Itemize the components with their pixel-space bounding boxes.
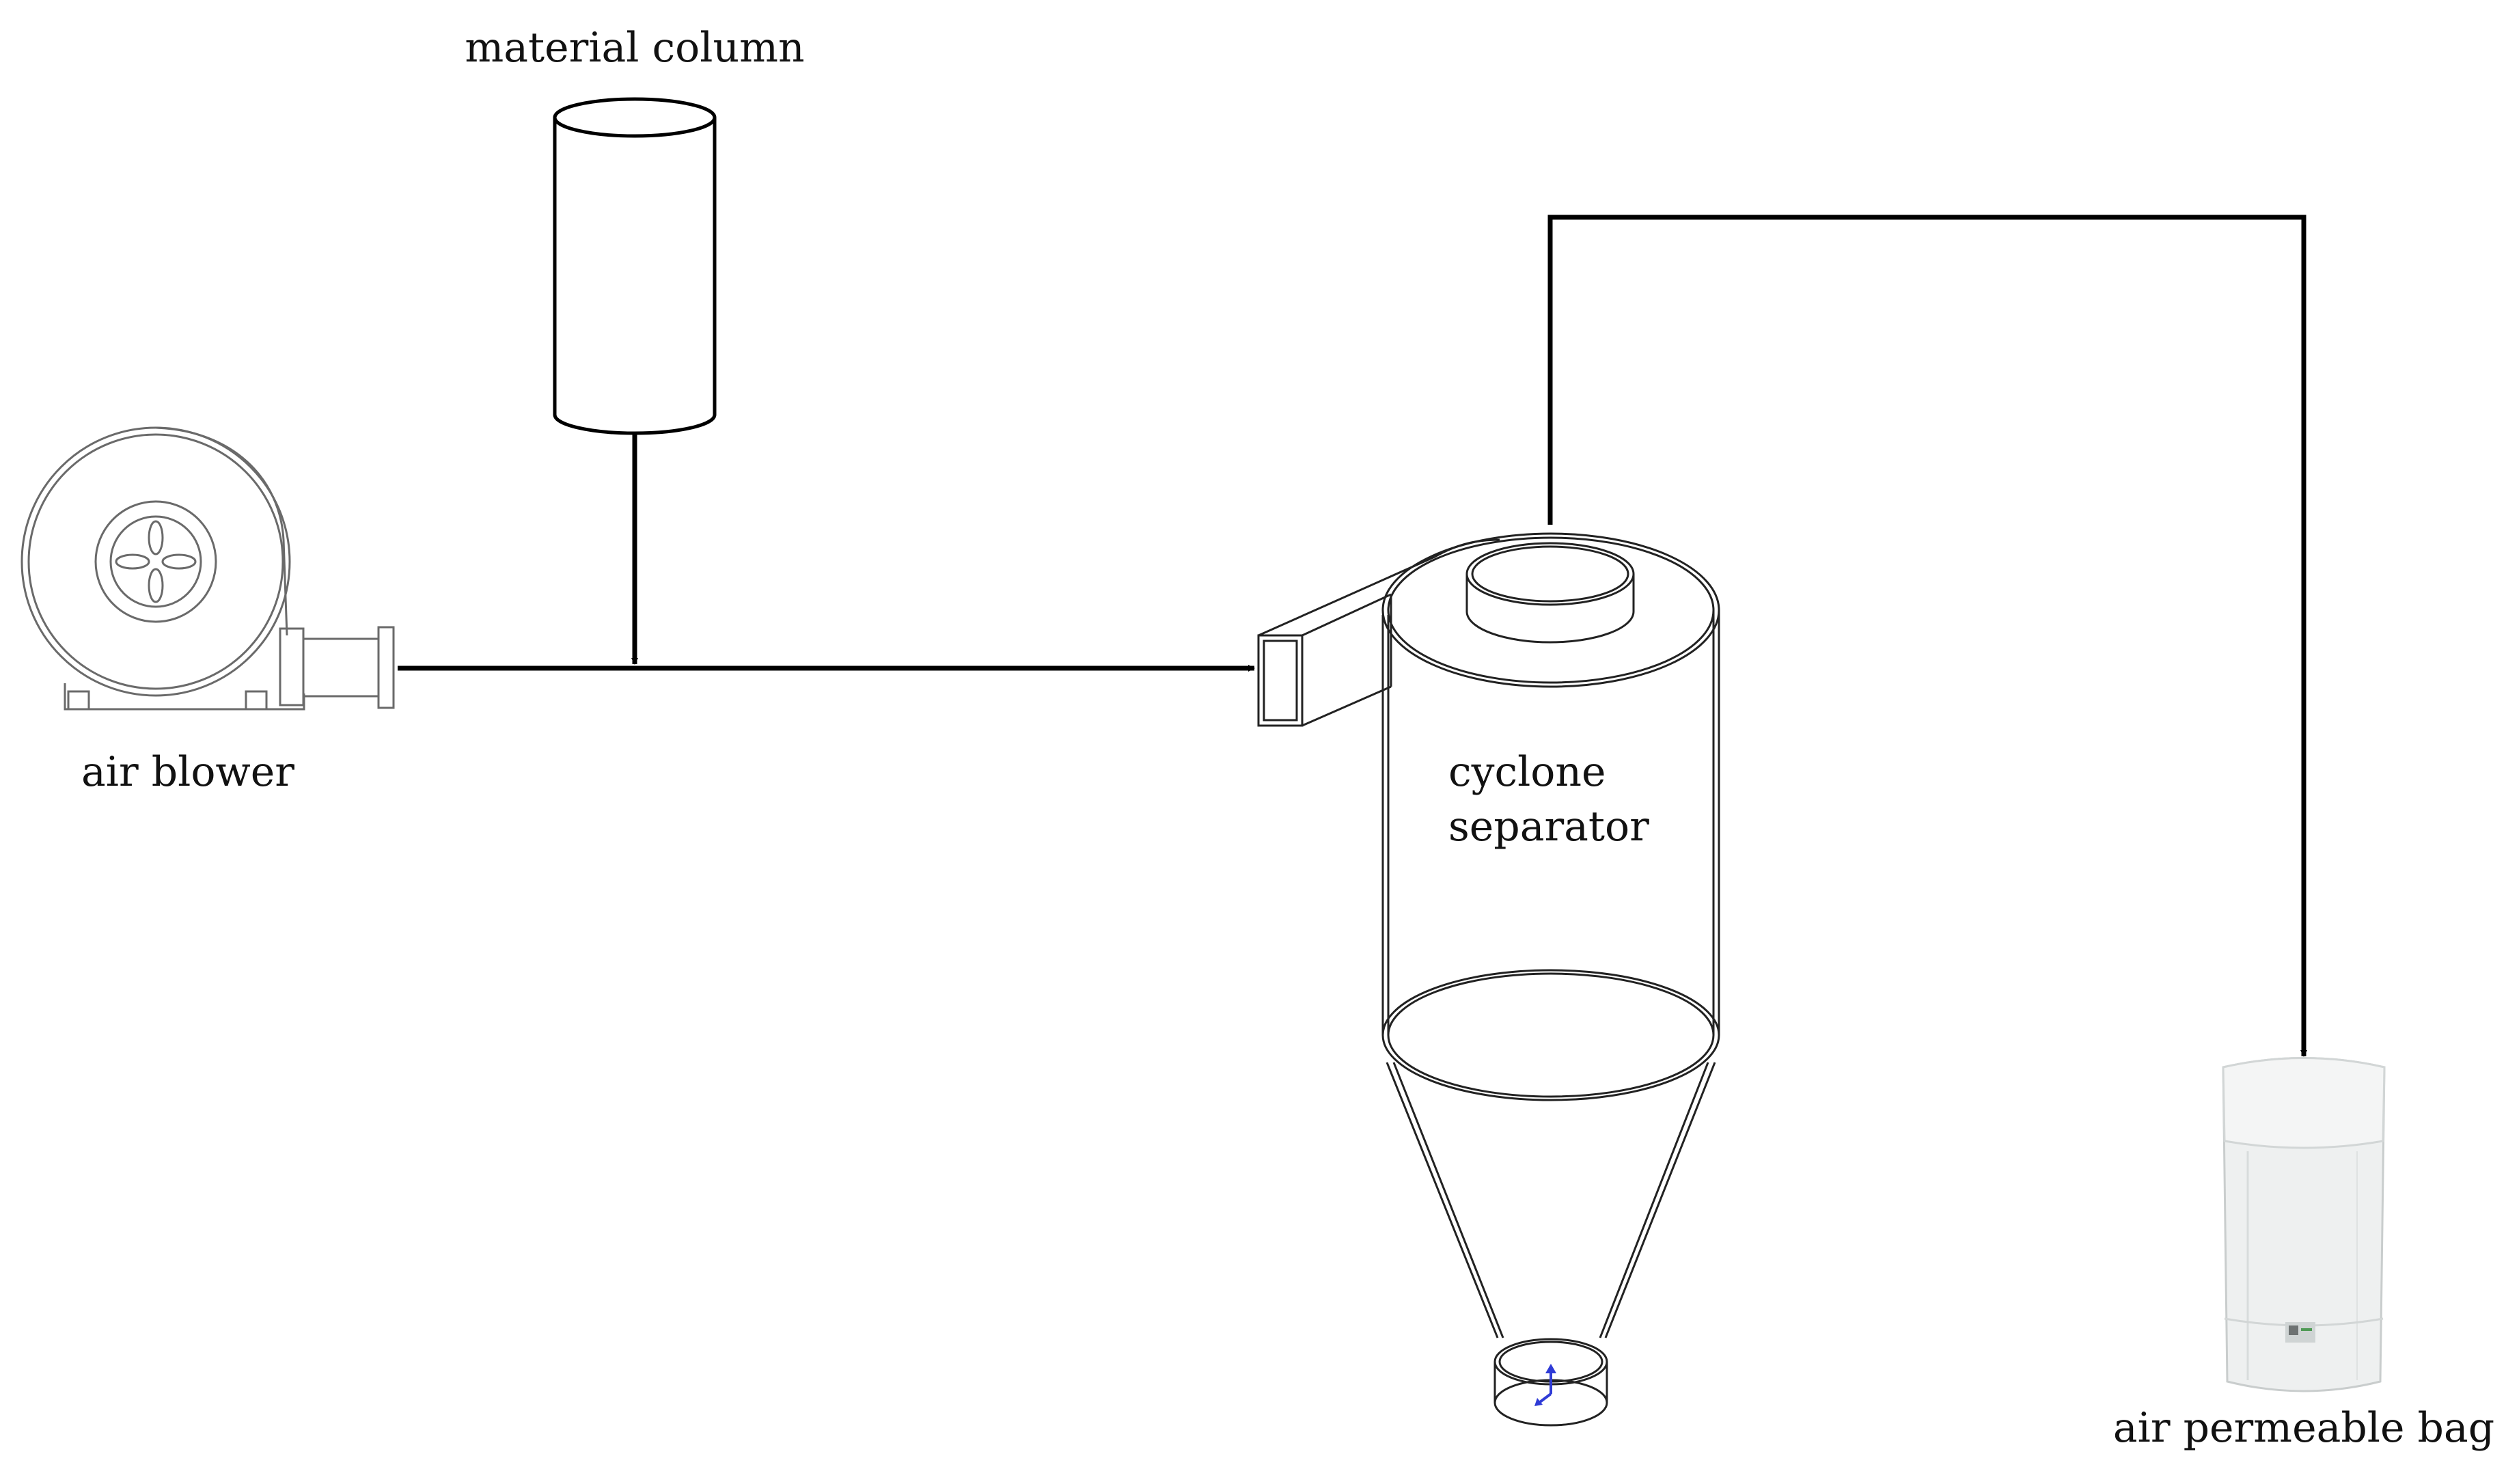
exhaust-arrow	[1547, 215, 2307, 1057]
air-blower-icon	[20, 426, 395, 711]
material-column	[553, 97, 717, 435]
cyclone-separator-icon	[1257, 532, 1720, 1427]
bag-label: air permeable bag	[2113, 1404, 2494, 1452]
air-blower-label: air blower	[81, 748, 294, 796]
cyclone-label-line1: cyclone	[1448, 748, 1606, 796]
cyclone-label-line2: separator	[1448, 803, 1649, 851]
filter-bag-icon	[2222, 1057, 2386, 1392]
material-column-label: material column	[465, 24, 804, 72]
